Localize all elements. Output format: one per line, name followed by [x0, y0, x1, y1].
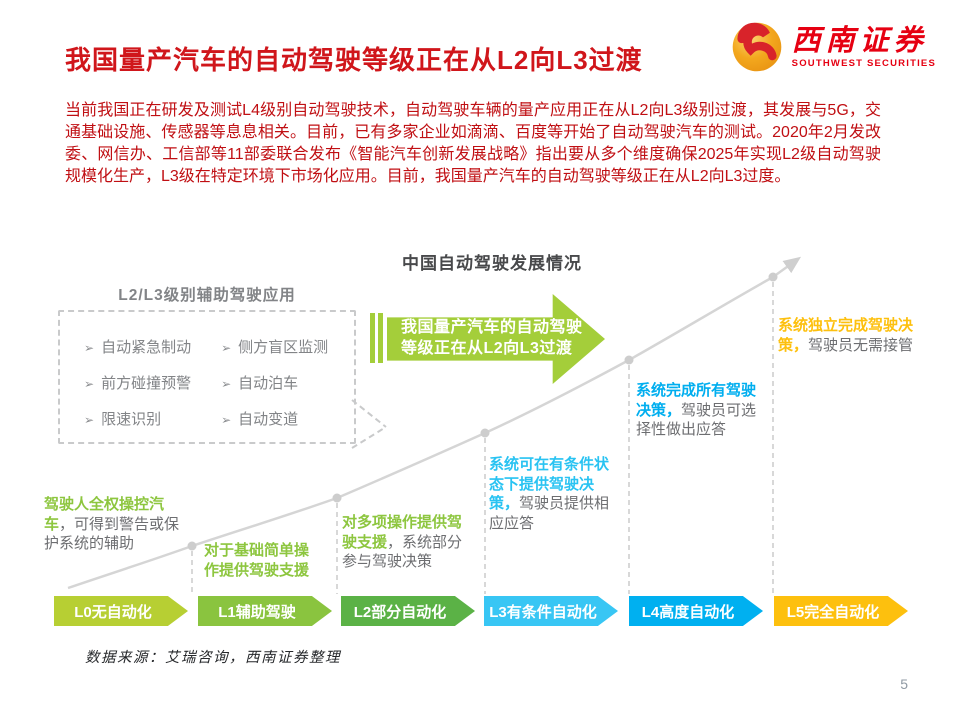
- transition-arrow-line1: 我国量产汽车的自动驾驶: [401, 319, 583, 336]
- level-bar-l2: L2部分自动化: [341, 596, 475, 626]
- level-desc-highlight: 对于基础简单操作提供驾驶支援: [204, 542, 310, 579]
- curve-dot: [480, 428, 490, 438]
- level-bar-l4: L4高度自动化: [629, 596, 763, 626]
- assist-item: ➢ 侧方盲区监测: [221, 336, 348, 357]
- level-bar-label: L3有条件自动化: [489, 603, 597, 621]
- callout-pointer-line: [351, 426, 387, 449]
- assist-item: ➢ 自动泊车: [221, 372, 348, 393]
- callout-pointer-line: [351, 399, 387, 428]
- assist-item-label: 前方碰撞预警: [101, 375, 192, 392]
- transition-arrow-line2: 等级正在从L2向L3过渡: [401, 340, 573, 357]
- curve-dot: [187, 541, 197, 551]
- logo-name-en: SOUTHWEST SECURITIES: [791, 57, 936, 69]
- assist-item-label: 侧方盲区监测: [238, 339, 329, 356]
- curve-dot: [768, 272, 778, 282]
- level-desc-l2: 对多项操作提供驾驶支援，系统部分参与驾驶决策: [342, 513, 476, 572]
- body-paragraph: 当前我国正在研发及测试L4级别自动驾驶技术，自动驾驶车辆的量产应用正在从L2向L…: [65, 102, 881, 185]
- assist-item: ➢ 自动变道: [221, 408, 348, 429]
- logo-swirl-icon: [732, 22, 781, 72]
- arrow-bullet-icon: ➢: [84, 341, 95, 355]
- page-number: 5: [900, 676, 908, 692]
- level-desc-rest: ，可得到警告或保护系统的辅助: [44, 515, 180, 553]
- arrow-bullet-icon: ➢: [84, 413, 95, 427]
- level-bar-label: L1辅助驾驶: [218, 603, 296, 621]
- level-desc-l3: 系统可在有条件状态下提供驾驶决策，驾驶员提供相应应答: [489, 455, 621, 533]
- level-bar-l5: L5完全自动化: [774, 596, 908, 626]
- assist-box-heading: L2/L3级别辅助驾驶应用: [118, 287, 296, 304]
- logo-name-cn: 西南证券: [791, 24, 928, 57]
- assist-item-label: 自动紧急制动: [101, 339, 192, 356]
- curve-dot: [624, 355, 634, 365]
- page-title: 我国量产汽车的自动驾驶等级正在从L2向L3过渡: [65, 45, 643, 75]
- level-desc-l5: 系统独立完成驾驶决策，驾驶员无需接管: [778, 316, 916, 355]
- assist-item: ➢ 限速识别: [84, 408, 221, 429]
- arrow-bullet-icon: ➢: [221, 413, 232, 427]
- level-bar-l0: L0无自动化: [54, 596, 188, 626]
- assist-item: ➢ 前方碰撞预警: [84, 372, 221, 393]
- arrow-accent-bar: [370, 313, 375, 363]
- level-desc-l1: 对于基础简单操作提供驾驶支援: [204, 541, 318, 580]
- assist-item: ➢ 自动紧急制动: [84, 336, 221, 357]
- diagram-title: 中国自动驾驶发展情况: [402, 254, 582, 273]
- level-bar-label: L2部分自动化: [353, 603, 447, 621]
- level-desc-l0: 驾驶人全权操控汽车，可得到警告或保护系统的辅助: [44, 495, 182, 554]
- logo: 西南证券 SOUTHWEST SECURITIES: [730, 20, 936, 74]
- level-bar-label: L4高度自动化: [641, 603, 735, 621]
- transition-arrow-text: 我国量产汽车的自动驾驶 等级正在从L2向L3过渡: [401, 317, 583, 359]
- assist-item-label: 自动泊车: [238, 375, 299, 392]
- arrow-bullet-icon: ➢: [221, 341, 232, 355]
- assist-box: ➢ 自动紧急制动 ➢ 侧方盲区监测 ➢ 前方碰撞预警 ➢ 自动泊车 ➢ 限速识别 ➢ 自动变…: [58, 310, 356, 444]
- arrow-accent-bar: [378, 313, 383, 363]
- arrow-bullet-icon: ➢: [84, 377, 95, 391]
- level-desc-rest: 驾驶员无需接管: [808, 336, 914, 354]
- level-desc-l4: 系统完成所有驾驶决策，驾驶员可选择性做出应答: [636, 381, 770, 440]
- assist-item-label: 限速识别: [101, 411, 162, 428]
- level-bar-label: L0无自动化: [74, 603, 152, 621]
- level-bar-l1: L1辅助驾驶: [198, 596, 332, 626]
- arrow-bullet-icon: ➢: [221, 377, 232, 391]
- level-bar-label: L5完全自动化: [786, 603, 880, 621]
- data-source: 数据来源：艾瑞咨询，西南证券整理: [85, 650, 341, 666]
- logo-text: 西南证券 SOUTHWEST SECURITIES: [792, 26, 936, 69]
- curve-dot: [332, 493, 342, 503]
- level-bar-l3: L3有条件自动化: [484, 596, 618, 626]
- assist-item-label: 自动变道: [238, 411, 299, 428]
